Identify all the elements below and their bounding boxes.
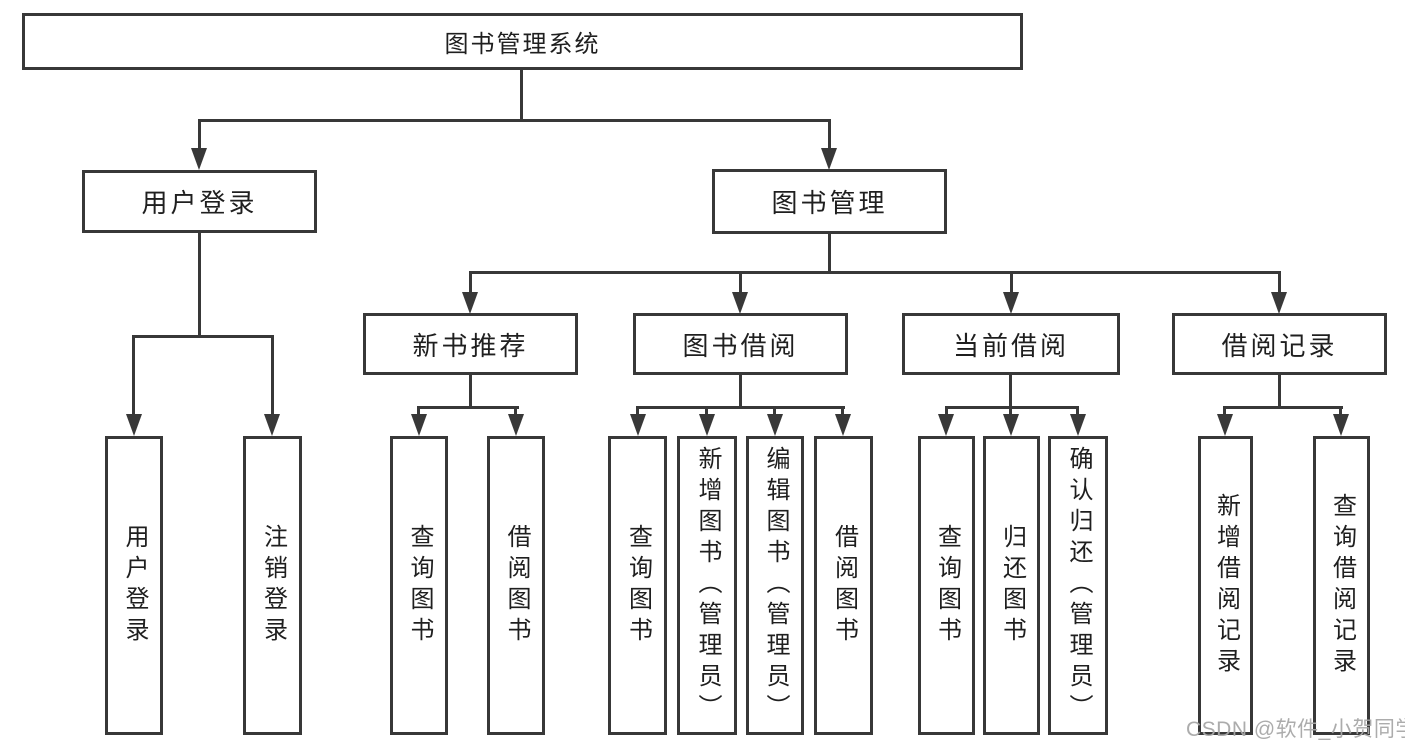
node-root: 图书管理系统 [22,13,1023,70]
leaf-add-borrow-record: 新增借阅记录 [1198,436,1253,735]
leaf-query-borrow-record: 查询借阅记录 [1313,436,1370,735]
edge-stub [773,406,776,416]
node-book-management: 图书管理 [712,169,947,234]
edge-stub [1339,406,1342,416]
edge-stem [1278,375,1281,409]
edge-stem [739,375,742,409]
edge-stub [1076,406,1079,416]
leaf-borrow-book: 借阅图书 [814,436,873,735]
edge-bus [1223,406,1343,409]
edge-bus [945,406,1079,409]
edge-stem [469,375,472,409]
edge-stub [132,335,135,416]
edge-stub [271,335,274,416]
arrow-down-icon [699,414,715,436]
leaf-query-book-recommend: 查询图书 [390,436,448,735]
arrow-down-icon [411,414,427,436]
arrow-down-icon [1003,292,1019,314]
leaf-confirm-return-admin: 确认归还（管理员） [1048,436,1108,735]
node-new-book-recommendation: 新书推荐 [363,313,578,375]
edge-userlogin-stem [198,233,201,337]
edge-bus [417,406,519,409]
edge-stub [945,406,948,416]
arrow-down-icon [630,414,646,436]
leaf-return-book: 归还图书 [983,436,1040,735]
csdn-watermark: CSDN @软件_小贺同学 [1186,718,1405,741]
edge-bookmgmt-bus [469,271,1281,274]
leaf-add-book-admin: 新增图书（管理员） [677,436,737,735]
arrow-down-icon [126,414,142,436]
arrow-down-icon [1217,414,1233,436]
edge-stub [1223,406,1226,416]
edge-stub [1278,271,1281,294]
node-borrowing-records: 借阅记录 [1172,313,1387,375]
edge-bus [636,406,845,409]
edge-stem [1009,375,1012,409]
edge-stub [828,119,831,150]
leaf-query-book-current: 查询图书 [918,436,975,735]
arrow-down-icon [767,414,783,436]
arrow-down-icon [1271,292,1287,314]
arrow-down-icon [938,414,954,436]
edge-root-stem [520,70,523,122]
arrow-down-icon [1070,414,1086,436]
edge-stub [739,271,742,294]
leaf-user-login: 用户登录 [105,436,163,735]
edge-bookmgmt-stem [828,234,831,274]
node-user-login: 用户登录 [82,170,317,233]
arrow-down-icon [191,148,207,170]
edge-userlogin-bus [132,335,274,338]
arrow-down-icon [462,292,478,314]
edge-stub [417,406,420,416]
node-book-borrowing: 图书借阅 [633,313,848,375]
arrow-down-icon [264,414,280,436]
edge-stub [1010,271,1013,294]
edge-stub [514,406,517,416]
arrow-down-icon [732,292,748,314]
edge-stub [198,119,201,150]
node-current-borrowing: 当前借阅 [902,313,1120,375]
edge-stub [1009,406,1012,416]
arrow-down-icon [1003,414,1019,436]
leaf-edit-book-admin: 编辑图书（管理员） [746,436,804,735]
arrow-down-icon [1333,414,1349,436]
leaf-logout: 注销登录 [243,436,302,735]
arrow-down-icon [821,148,837,170]
leaf-borrow-book-recommend: 借阅图书 [487,436,545,735]
edge-stub [469,271,472,294]
edge-stub [841,406,844,416]
leaf-query-book-borrow: 查询图书 [608,436,667,735]
edge-stub [705,406,708,416]
arrow-down-icon [835,414,851,436]
edge-stub [636,406,639,416]
arrow-down-icon [508,414,524,436]
edge-root-bus [198,119,831,122]
